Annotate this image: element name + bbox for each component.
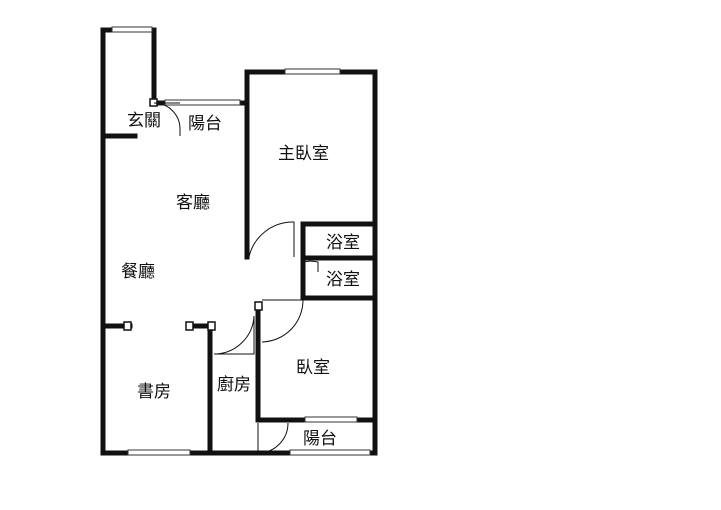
label-bedroom: 臥室 <box>296 358 330 378</box>
post-2 <box>185 321 194 331</box>
window-bedroom-bottom <box>304 416 358 423</box>
door-entrance <box>153 102 181 136</box>
door-bath-1 <box>302 225 318 258</box>
room-labels: 玄關 陽台 客廳 主臥室 浴室 浴室 餐廳 書房 廚房 臥室 陽台 <box>121 111 360 449</box>
label-dining-room: 餐廳 <box>121 262 155 282</box>
label-entrance: 玄關 <box>127 111 161 131</box>
doors <box>153 102 319 454</box>
door-master <box>248 221 295 258</box>
label-kitchen: 廚房 <box>217 374 251 395</box>
window-master-top <box>284 68 341 75</box>
post-1 <box>123 321 132 331</box>
label-balcony-top: 陽台 <box>188 114 222 134</box>
window-entrance-top <box>111 26 153 33</box>
door-bedroom <box>261 299 304 343</box>
door-kitchen <box>213 315 255 355</box>
post-3 <box>207 321 216 331</box>
label-bathroom-2: 浴室 <box>326 270 360 290</box>
door-balcony-bottom <box>257 422 289 454</box>
label-master-bedroom: 主臥室 <box>278 144 329 164</box>
windows <box>111 26 371 456</box>
door-bath-2 <box>302 260 319 298</box>
window-study-bottom <box>127 449 191 456</box>
window-balcony-bottom <box>289 449 371 456</box>
label-bathroom-1: 浴室 <box>326 233 360 253</box>
label-living-room: 客廳 <box>176 193 210 213</box>
label-study: 書房 <box>137 382 171 402</box>
post-4 <box>254 301 263 311</box>
label-balcony-bottom: 陽台 <box>303 429 337 449</box>
